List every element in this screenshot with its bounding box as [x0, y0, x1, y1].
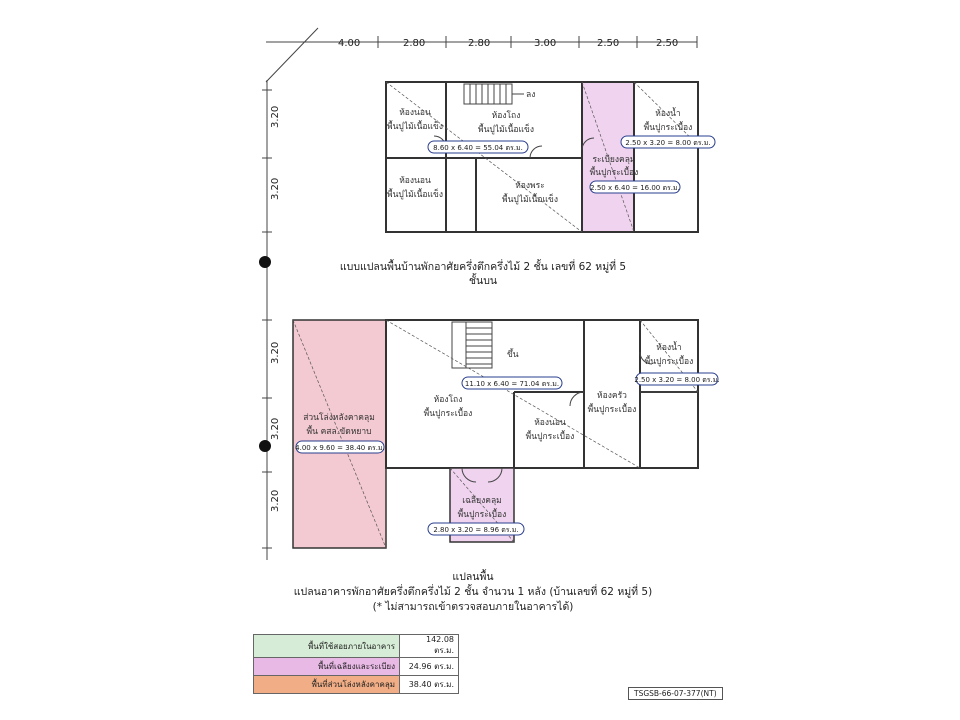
- legend-value: 38.40 ตร.ม.: [399, 675, 459, 694]
- legend-label: พื้นที่เฉลียงและระเบียง: [253, 657, 400, 676]
- room-upper-bed1: ห้องนอน: [399, 107, 431, 118]
- room-upper-bed1-floor: พื้นปูไม้เนื้อแข็ง: [387, 120, 443, 132]
- ground-carport-area: 4.00 x 9.60 = 38.40 ตร.ม.: [295, 444, 385, 452]
- room-upper-shrine-floor: พื้นปูไม้เนื้อแข็ง: [502, 193, 558, 205]
- upper-bath-area: 2.50 x 3.20 = 8.00 ตร.ม.: [625, 139, 710, 147]
- upper-balcony-area: 2.50 x 6.40 = 16.00 ตร.ม.: [590, 184, 680, 192]
- door-swing: [581, 137, 595, 151]
- room-ground-porch: เฉลียงคลุม: [462, 495, 502, 506]
- room-upper-balcony-floor: พื้นปูกระเบื้อง: [590, 166, 639, 178]
- hole-punch-mark: [259, 256, 271, 268]
- ground-porch-area: 2.80 x 3.20 = 8.96 ตร.ม.: [433, 526, 518, 534]
- upper-floor-caption: แบบแปลนพื้นบ้านพักอาศัยครึ่งตึกครึ่งไม้ …: [340, 259, 626, 273]
- room-ground-kitchen-floor: พื้นปูกระเบื้อง: [588, 403, 637, 415]
- room-ground-bedroom-floor: พื้นปูกระเบื้อง: [526, 430, 575, 442]
- room-ground-hall: ห้องโถง: [434, 394, 463, 405]
- dim-side-lower-1: 3.20: [270, 342, 281, 364]
- dim-side-upper-2: 3.20: [270, 178, 281, 200]
- dim-top-3: 2.80: [468, 38, 490, 49]
- legend-row: พื้นที่ใช้สอยภายในอาคาร 142.08 ตร.ม.: [253, 634, 459, 658]
- room-ground-bedroom: ห้องนอน: [534, 417, 566, 428]
- upper-main-area: 8.60 x 6.40 = 55.04 ตร.ม.: [433, 144, 523, 152]
- room-ground-carport: ส่วนโล่งหลังคาคลุม: [303, 412, 375, 423]
- room-upper-hall: ห้องโถง: [492, 110, 521, 121]
- upper-floor-subcaption: ชั้นบน: [469, 273, 497, 287]
- upper-stair-label: ลง: [526, 90, 535, 100]
- room-upper-bed2: ห้องนอน: [399, 175, 431, 186]
- door-swing: [529, 145, 543, 159]
- dim-top-1: 4.00: [338, 38, 360, 49]
- ground-bath-area: 2.50 x 3.20 = 8.00 ตร.ม.: [634, 376, 719, 384]
- dim-side-upper-1: 3.20: [270, 106, 281, 128]
- plan-caption-line2: (* ไม่สามารถเข้าตรวจสอบภายในอาคารได้): [373, 600, 574, 613]
- door-swing: [487, 467, 503, 483]
- door-swing: [461, 467, 477, 483]
- room-upper-balcony: ระเบียงคลุม: [592, 154, 635, 165]
- dim-top-6: 2.50: [656, 38, 678, 49]
- room-ground-bath: ห้องน้ำ: [656, 341, 681, 353]
- left-dimension-line: 3.20 3.20 3.20 3.20 3.20: [259, 80, 281, 560]
- room-upper-shrine: ห้องพระ: [515, 180, 545, 191]
- hole-punch-mark: [259, 440, 271, 452]
- dim-top-2: 2.80: [403, 38, 425, 49]
- dim-top-5: 2.50: [597, 38, 619, 49]
- plan-caption-line1: แปลนอาคารพักอาศัยครึ่งตึกครึ่งไม้ 2 ชั้น…: [294, 584, 652, 598]
- area-legend-table: พื้นที่ใช้สอยภายในอาคาร 142.08 ตร.ม. พื้…: [253, 634, 459, 694]
- door-swing: [639, 351, 653, 365]
- dim-top-4: 3.00: [534, 38, 556, 49]
- upper-stairs: ลง: [463, 83, 535, 105]
- top-dimension-line: 4.00 2.80 2.80 3.00 2.50 2.50: [265, 27, 698, 83]
- room-upper-bath-floor: พื้นปูกระเบื้อง: [644, 121, 693, 133]
- plan-title: แปลนพื้น: [452, 569, 493, 583]
- document-code: TSGSB-66-07-377(NT): [628, 687, 723, 700]
- legend-row: พื้นที่ส่วนโล่งหลังคาคลุม 38.40 ตร.ม.: [253, 675, 459, 694]
- legend-value: 142.08 ตร.ม.: [399, 634, 459, 658]
- room-ground-kitchen: ห้องครัว: [597, 390, 627, 401]
- ground-floor-plan: ขึ้น ห้องโถง พื้นปูกระเบื้อง ห้องนอน พื้…: [292, 319, 720, 549]
- room-upper-bath: ห้องน้ำ: [655, 107, 680, 119]
- door-swing: [569, 391, 585, 407]
- room-ground-carport-floor: พื้น คสล.ขัดหยาบ: [307, 425, 372, 437]
- dim-side-lower-3: 3.20: [270, 490, 281, 512]
- ground-main-area: 11.10 x 6.40 = 71.04 ตร.ม.: [465, 380, 559, 388]
- legend-row: พื้นที่เฉลียงและระเบียง 24.96 ตร.ม.: [253, 657, 459, 676]
- dim-side-lower-2: 3.20: [270, 418, 281, 440]
- legend-value: 24.96 ตร.ม.: [399, 657, 459, 676]
- room-ground-bath-floor: พื้นปูกระเบื้อง: [645, 355, 694, 367]
- legend-label: พื้นที่ส่วนโล่งหลังคาคลุม: [253, 675, 400, 694]
- ground-stairs: ขึ้น: [451, 321, 519, 369]
- plan-captions: แปลนพื้น แปลนอาคารพักอาศัยครึ่งตึกครึ่งไ…: [294, 569, 652, 613]
- ground-stair-label: ขึ้น: [507, 348, 519, 360]
- room-upper-hall-floor: พื้นปูไม้เนื้อแข็ง: [478, 123, 534, 135]
- legend-label: พื้นที่ใช้สอยภายในอาคาร: [253, 634, 400, 658]
- room-ground-hall-floor: พื้นปูกระเบื้อง: [424, 407, 473, 419]
- upper-floor-plan: ลง ห้องนอน พื้นปูไม้เนื้อแข็ง ห้องโถง พื…: [340, 81, 716, 287]
- room-upper-bed2-floor: พื้นปูไม้เนื้อแข็ง: [387, 188, 443, 200]
- room-ground-porch-floor: พื้นปูกระเบื้อง: [458, 508, 507, 520]
